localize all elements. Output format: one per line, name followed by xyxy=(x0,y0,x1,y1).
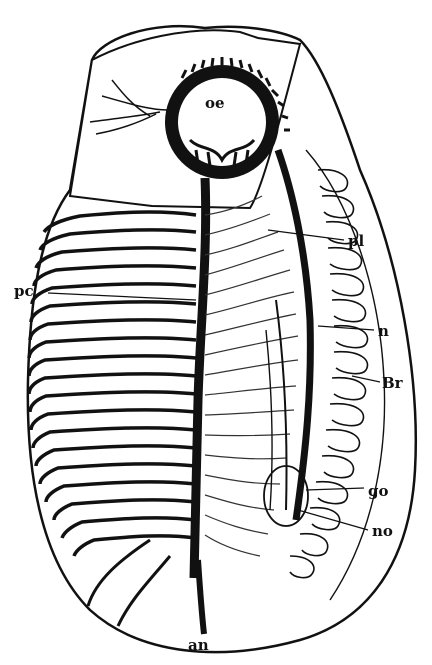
leader-pl xyxy=(268,230,344,240)
label-no: no xyxy=(372,522,393,540)
label-oe: oe xyxy=(205,94,225,112)
label-br: Br xyxy=(382,374,404,392)
label-n: n xyxy=(378,322,389,340)
oesophagus-ring xyxy=(165,65,279,179)
label-go: go xyxy=(368,482,389,500)
lateral-vessel xyxy=(278,150,310,520)
leader-no xyxy=(298,510,368,530)
lower-vessels xyxy=(88,540,170,626)
label-an: an xyxy=(188,636,209,654)
intestine-tail xyxy=(198,560,204,634)
leader-go xyxy=(306,488,364,490)
label-pl: pl xyxy=(348,232,364,250)
leader-pc xyxy=(48,293,196,300)
transverse-vessels-left xyxy=(29,212,196,556)
label-pc: pc xyxy=(14,282,34,300)
dorsal-vessel xyxy=(194,178,206,578)
